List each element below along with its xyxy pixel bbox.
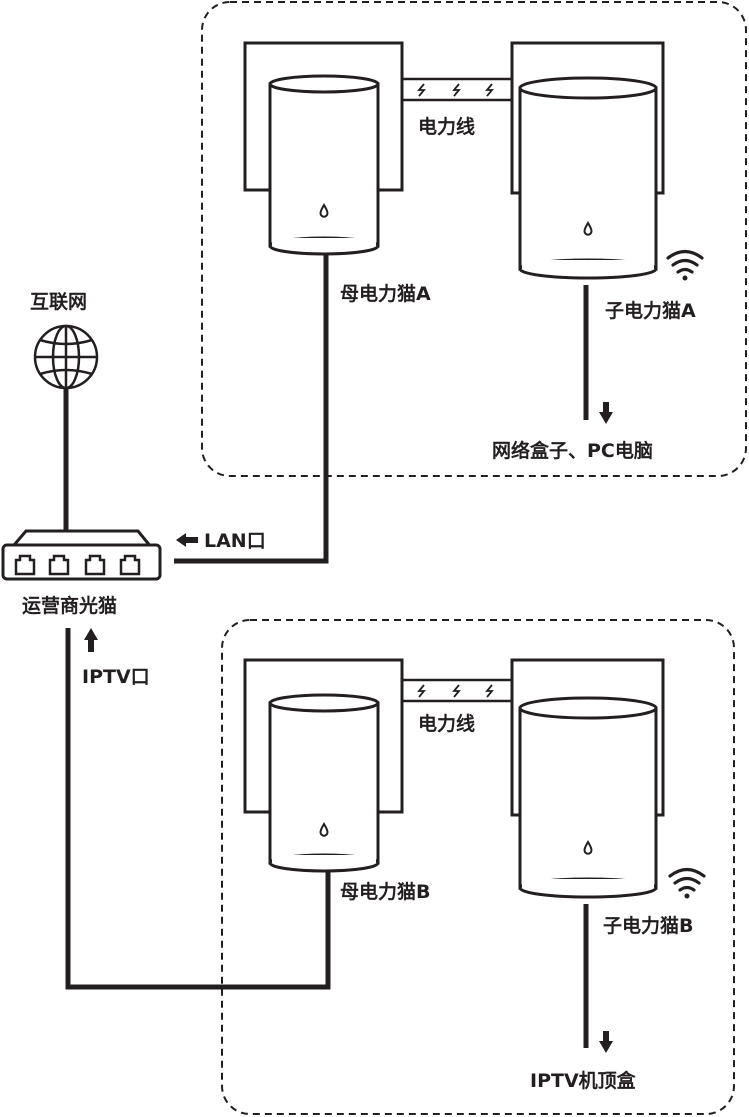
lan-arrow-icon [176,533,198,547]
globe-icon [33,324,99,390]
parent-powerline-b [243,658,404,873]
down-arrow-icon [599,402,613,424]
output-a-label: 网络盒子、PC电脑 [492,439,653,462]
powerline-cable-b [402,678,512,703]
iptv-arrow-icon [84,628,98,652]
powerline-adapter-a-child-icon [518,76,658,280]
powerline-adapter-b-child-icon [518,696,658,899]
lightning-icon [452,684,461,698]
powerline-adapter-b-parent-icon [268,693,380,873]
modem-label: 运营商光猫 [22,594,117,617]
child-powerline-a [510,41,665,280]
iptv-port-label: IPTV口 [82,666,150,688]
powerline-adapter-a-parent-icon [268,74,380,256]
child-b-label: 子电力猫B [603,914,693,937]
cable-b-label: 电力线 [418,712,475,735]
lightning-icon [417,83,426,97]
down-arrow-icon [599,1031,613,1053]
parent-b-label: 母电力猫B [340,880,430,903]
iptv-wire-to-parent-b [65,628,331,990]
lightning-icon [417,684,426,698]
lightning-icon [485,684,494,698]
parent-powerline-a [243,41,404,256]
internet-label: 互联网 [30,291,87,313]
cable-a-label: 电力线 [418,115,475,138]
lan-wire-to-parent-a [174,253,329,564]
group-b-boundary [221,619,735,1115]
wifi-icon [668,867,706,899]
child-a-label: 子电力猫A [605,299,696,322]
child-powerline-b [510,658,665,899]
wifi-icon [666,249,704,281]
group-a-boundary [201,1,747,477]
lan-port-label: LAN口 [204,530,266,552]
output-b-label: IPTV机顶盒 [530,1069,637,1092]
powerline-cable-a [402,77,512,102]
modem-router-icon [1,529,162,581]
lightning-icon [452,83,461,97]
lightning-icon [485,83,494,97]
parent-a-label: 母电力猫A [340,282,431,305]
